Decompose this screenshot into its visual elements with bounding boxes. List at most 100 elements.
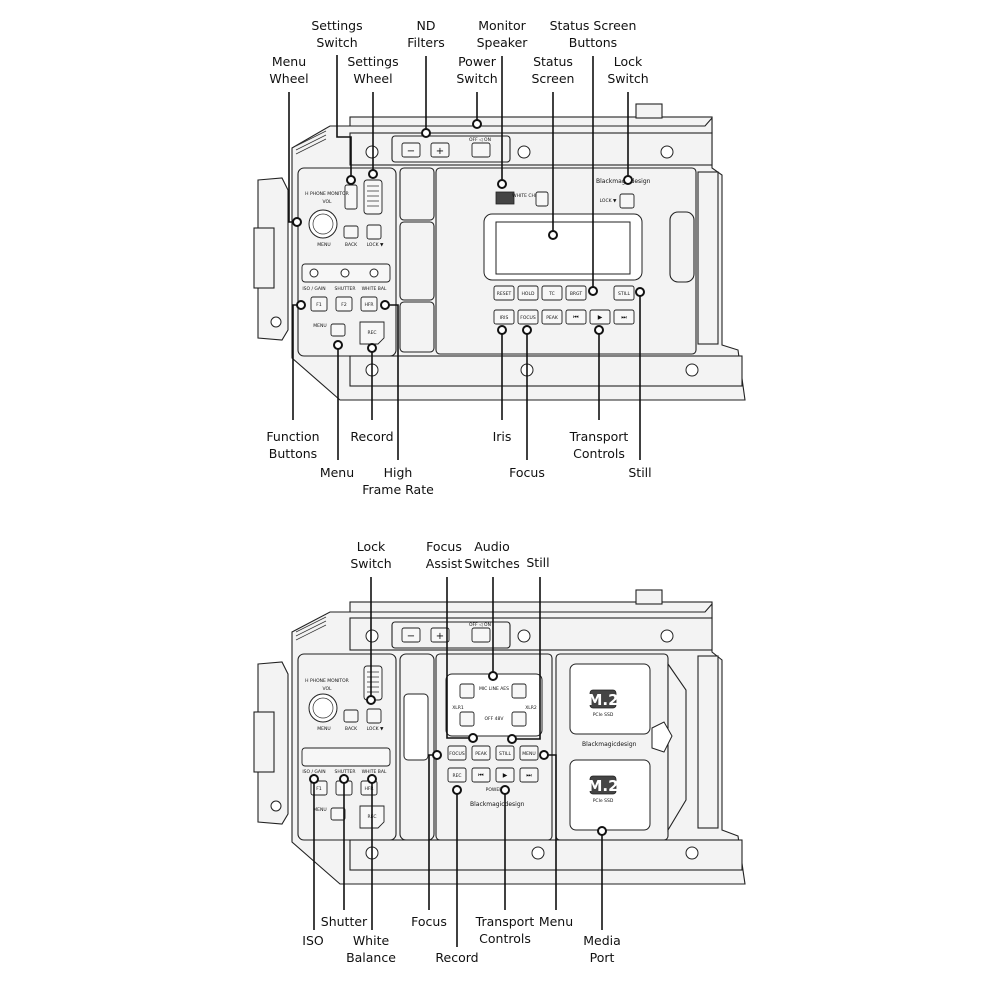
lock-switch-right[interactable] <box>619 193 635 209</box>
nd-minus-button[interactable] <box>401 142 421 158</box>
peak-button[interactable] <box>541 309 563 325</box>
svg-text:⏮: ⏮ <box>573 314 579 321</box>
m2-slot-2[interactable] <box>569 759 651 831</box>
vent-grille <box>295 616 327 641</box>
lock-switch-left[interactable] <box>366 224 382 240</box>
door-latch[interactable] <box>651 721 673 753</box>
focus-button[interactable] <box>517 309 539 325</box>
menu-small-label: MENU <box>313 807 326 813</box>
still-label: STILL <box>618 291 630 297</box>
nd-plus-button[interactable] <box>430 142 450 158</box>
power-switch[interactable] <box>471 142 491 158</box>
hfr-button[interactable] <box>360 296 378 312</box>
callout-dot <box>292 217 302 227</box>
brightness-button[interactable] <box>565 285 587 301</box>
xlr1-input-switch[interactable] <box>459 683 475 699</box>
still-button[interactable] <box>495 745 515 761</box>
nd-minus-button[interactable] <box>401 627 421 643</box>
record-button[interactable] <box>359 321 385 345</box>
hp-monitor-label: H PHONE MONITOR <box>305 191 349 197</box>
iris-button[interactable] <box>493 309 515 325</box>
skip-back-button[interactable] <box>565 309 587 325</box>
f1-button[interactable] <box>310 780 328 796</box>
callout-label: Media <box>583 933 621 948</box>
media-view-camera: − + OFF ◁ ON H PHONE MONITOR VOL MENU BA… <box>253 589 746 885</box>
back-label: BACK <box>345 726 358 732</box>
m2-label-1: M.2 <box>587 691 618 709</box>
top-knob <box>635 103 663 119</box>
side-strap-middle <box>399 221 435 301</box>
callout-label: Switch <box>350 556 391 571</box>
callout-dot <box>548 230 558 240</box>
callout-label: Port <box>590 950 615 965</box>
skip-forward-button[interactable] <box>613 309 635 325</box>
focus-button[interactable] <box>447 745 467 761</box>
settings-wheel[interactable] <box>363 665 383 701</box>
f1-button[interactable] <box>310 296 328 312</box>
xlr1-phantom-switch[interactable] <box>459 711 475 727</box>
shutter-label: SHUTTER <box>335 286 356 292</box>
menu-button[interactable] <box>519 745 539 761</box>
record-button[interactable] <box>447 767 467 783</box>
callout-label: Assist <box>426 556 463 571</box>
callout-label: Lock <box>357 539 386 554</box>
svg-text:⏭: ⏭ <box>526 772 532 779</box>
brand-logo: Blackmagicdesign <box>470 801 525 808</box>
white-balance-switch[interactable] <box>369 268 379 278</box>
callout-label: Menu <box>320 465 354 480</box>
power-label: POWER <box>486 787 503 793</box>
off-48v-label: OFF 48V <box>485 716 505 722</box>
xlr2-input-switch[interactable] <box>511 683 527 699</box>
peak-label: PEAK <box>546 315 559 321</box>
nd-off-on-label: OFF ◁ ON <box>469 622 491 628</box>
still-button[interactable] <box>613 285 635 301</box>
menu-button-left[interactable] <box>330 807 346 821</box>
settings-switch[interactable] <box>344 184 358 210</box>
callout-record: Record <box>350 343 394 444</box>
lock-label: LOCK ▼ <box>367 726 384 732</box>
callout-label: Audio <box>474 539 510 554</box>
callout-label: Monitor <box>478 18 526 33</box>
skip-forward-button[interactable] <box>519 767 539 783</box>
callout-label: Focus <box>509 465 545 480</box>
menu-button[interactable] <box>330 323 346 337</box>
xlr2-phantom-switch[interactable] <box>511 711 527 727</box>
f1-label: F1 <box>316 302 322 308</box>
white-check-switch[interactable] <box>535 191 549 207</box>
play-button[interactable] <box>495 767 515 783</box>
f2-button[interactable] <box>335 296 353 312</box>
play-button[interactable] <box>589 309 611 325</box>
shutter-switch[interactable] <box>340 268 350 278</box>
hfr-label: HFR <box>364 786 373 792</box>
leader-line <box>446 577 473 739</box>
callout-label: Transport <box>569 429 629 444</box>
tc-button[interactable] <box>541 285 563 301</box>
hold-button[interactable] <box>517 285 539 301</box>
back-button[interactable] <box>343 225 359 239</box>
skip-back-button[interactable] <box>471 767 491 783</box>
lens-mount-ring <box>253 711 275 773</box>
nd-plus-button[interactable] <box>430 627 450 643</box>
svg-text:+: + <box>436 146 444 157</box>
peak-button[interactable] <box>471 745 491 761</box>
iso-switch[interactable] <box>309 268 319 278</box>
callout-label: Lock <box>614 54 643 69</box>
vent-grille <box>295 130 327 155</box>
menu2-label: MENU <box>522 751 535 757</box>
tc-label: TC <box>548 291 555 297</box>
back-button[interactable] <box>343 709 359 723</box>
callout-dot <box>588 286 598 296</box>
reset-button[interactable] <box>493 285 515 301</box>
white-bal-label: WHITE BAL <box>362 769 387 775</box>
svg-text:−: − <box>407 146 415 157</box>
power-switch[interactable] <box>471 627 491 643</box>
callout-dot <box>539 750 549 760</box>
lock-switch[interactable] <box>366 708 382 724</box>
callout-label: Shutter <box>321 914 368 929</box>
callout-dot <box>333 340 343 350</box>
settings-wheel[interactable] <box>363 179 383 215</box>
